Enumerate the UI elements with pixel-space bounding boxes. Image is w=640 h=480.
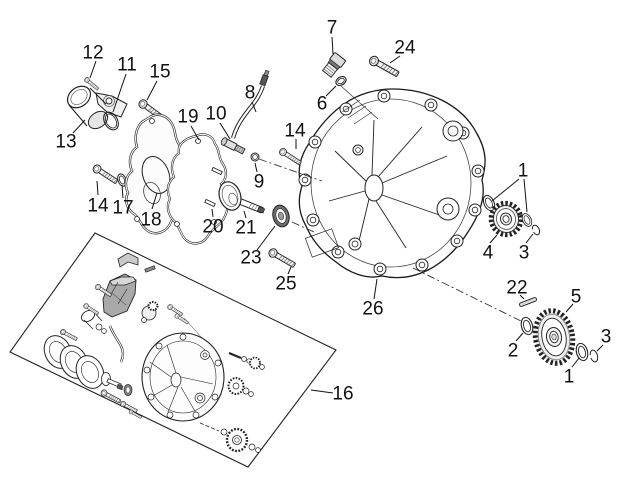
bolt-drawing-25 bbox=[266, 246, 298, 270]
water-outlet-elbow-drawing bbox=[66, 85, 128, 130]
callout-leader-line bbox=[310, 389, 334, 394]
part-number-callout: 16 bbox=[332, 384, 353, 405]
callout-leader-line bbox=[121, 184, 124, 199]
bleed-nipple-drawing bbox=[220, 137, 246, 155]
callout-leader-line bbox=[112, 73, 127, 113]
callout-leader-line bbox=[525, 233, 534, 244]
part-number-callout: 3 bbox=[601, 327, 612, 348]
callout-leader-line bbox=[515, 332, 524, 342]
part-number-callout: 22 bbox=[506, 278, 527, 299]
part-number-callout: 4 bbox=[483, 243, 494, 264]
bolt-drawing-14-right bbox=[277, 146, 303, 167]
cover-bolt-bosses bbox=[298, 89, 485, 276]
callout-leader-line bbox=[519, 294, 525, 300]
centerlines bbox=[258, 85, 524, 323]
primary-gear-drawing bbox=[532, 308, 576, 366]
part-number-callout: 21 bbox=[235, 218, 256, 239]
o-ring-drawing-6 bbox=[335, 75, 347, 87]
callout-leader-line bbox=[211, 208, 214, 218]
callout-leader-line bbox=[256, 225, 276, 251]
callout-leader-line bbox=[523, 178, 528, 213]
callout-leader-line bbox=[331, 36, 334, 55]
callout-leader-line bbox=[287, 266, 292, 275]
part-number-callout: 2 bbox=[508, 341, 519, 362]
part-number-callout: 20 bbox=[202, 217, 223, 238]
callout-leader-line bbox=[596, 344, 604, 352]
part-number-callout: 14 bbox=[87, 196, 109, 217]
part-number-callout: 10 bbox=[205, 104, 226, 125]
part-number-callout: 24 bbox=[394, 38, 416, 59]
callout-leader-line bbox=[254, 162, 258, 173]
mini-assembly-drawing bbox=[43, 252, 265, 453]
part-number-callout: 5 bbox=[571, 287, 582, 308]
cover-ribs bbox=[328, 119, 448, 249]
cover-details bbox=[304, 99, 464, 258]
impeller-shaft-drawing bbox=[218, 181, 266, 214]
callout-leader-line bbox=[251, 101, 257, 113]
callout-leader-line bbox=[373, 278, 378, 300]
clutch-cover-drawing bbox=[298, 88, 486, 279]
part-number-callout: 9 bbox=[254, 172, 265, 193]
callout-leader-line bbox=[89, 60, 97, 79]
part-number-callout: 12 bbox=[82, 43, 103, 64]
dowel-pin-drawing bbox=[204, 166, 223, 208]
part-number-callout: 1 bbox=[518, 161, 529, 182]
callout-leader-line bbox=[491, 178, 520, 202]
drain-plug-drawing bbox=[321, 52, 346, 78]
key-drawing-22 bbox=[518, 297, 538, 307]
washer-drawing-1c bbox=[573, 341, 591, 363]
part-number-callout: 23 bbox=[240, 248, 261, 269]
part-number-callout: 8 bbox=[245, 83, 256, 104]
callout-leader-line bbox=[389, 55, 401, 64]
callout-leader-line bbox=[96, 180, 99, 196]
bleed-hose-drawing bbox=[230, 69, 270, 139]
drive-gear-drawing bbox=[488, 200, 524, 238]
callout-leader-line bbox=[151, 192, 158, 210]
callout-leader-line bbox=[565, 303, 574, 313]
callout-leader-line bbox=[325, 85, 337, 97]
part-number-callout: 26 bbox=[362, 299, 383, 320]
o-ring-drawing-9 bbox=[250, 152, 260, 162]
circlip-drawing-3b bbox=[589, 349, 599, 363]
callout-leader-line bbox=[571, 357, 580, 368]
circlip-drawing-3a bbox=[531, 224, 541, 236]
part-number-callout: 25 bbox=[275, 274, 296, 295]
bolt-drawing-14-left bbox=[91, 163, 120, 186]
part-number-callout: 14 bbox=[284, 121, 306, 142]
part-number-callout: 17 bbox=[112, 198, 133, 219]
part-number-callout: 18 bbox=[140, 210, 161, 231]
part-number-callout: 15 bbox=[149, 62, 170, 83]
oil-seal-drawing bbox=[272, 204, 290, 228]
part-number-callout: 19 bbox=[177, 107, 198, 128]
callout-leader-line bbox=[146, 80, 158, 101]
callout-leader-line bbox=[243, 210, 247, 219]
part-number-callout: 13 bbox=[55, 132, 76, 153]
washer-drawing-2 bbox=[518, 315, 536, 337]
callout-leader-line bbox=[190, 125, 200, 141]
callout-leader-line bbox=[72, 119, 86, 134]
part-number-callout: 11 bbox=[117, 55, 137, 76]
callout-leader-line bbox=[219, 122, 231, 140]
o-ring-drawing-11 bbox=[103, 111, 119, 131]
part-number-callout: 1 bbox=[564, 367, 575, 388]
part-number-callout: 7 bbox=[327, 18, 338, 39]
part-number-callout: 6 bbox=[317, 94, 328, 115]
part-number-callout: 3 bbox=[519, 243, 530, 264]
callout-leader-line bbox=[489, 234, 498, 244]
